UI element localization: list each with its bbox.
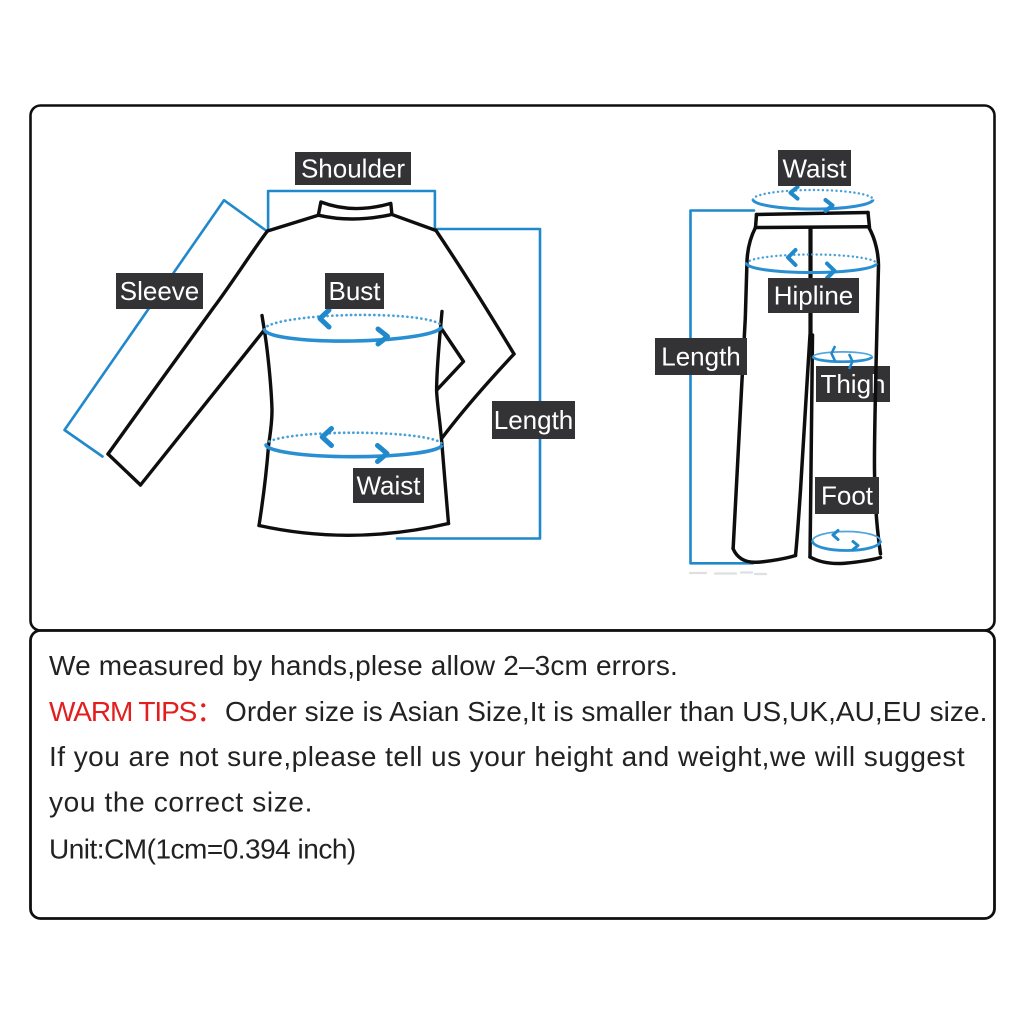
svg-text:Waist: Waist <box>782 154 847 184</box>
svg-text:Length: Length <box>494 405 574 435</box>
svg-text:Foot: Foot <box>821 481 874 511</box>
svg-text:Order size is Asian Size,It is: Order size is Asian Size,It is smaller t… <box>225 696 987 727</box>
svg-text:Sleeve: Sleeve <box>120 276 200 306</box>
svg-text:Unit:CM(1cm=0.394 inch): Unit:CM(1cm=0.394 inch) <box>49 834 356 865</box>
svg-text:you the correct size.: you the correct size. <box>49 787 313 818</box>
svg-text:If you are not sure,please tel: If you are not sure,please tell us your … <box>49 741 965 772</box>
svg-text:We measured by hands,plese all: We measured by hands,plese allow 2–3cm e… <box>49 650 678 681</box>
svg-text:Bust: Bust <box>328 276 381 306</box>
svg-text:Shoulder: Shoulder <box>301 154 405 184</box>
svg-text:WARM TIPS：: WARM TIPS： <box>49 696 223 727</box>
svg-text:Waist: Waist <box>356 471 421 501</box>
svg-text:Length: Length <box>661 342 741 372</box>
svg-text:Hipline: Hipline <box>774 281 854 311</box>
